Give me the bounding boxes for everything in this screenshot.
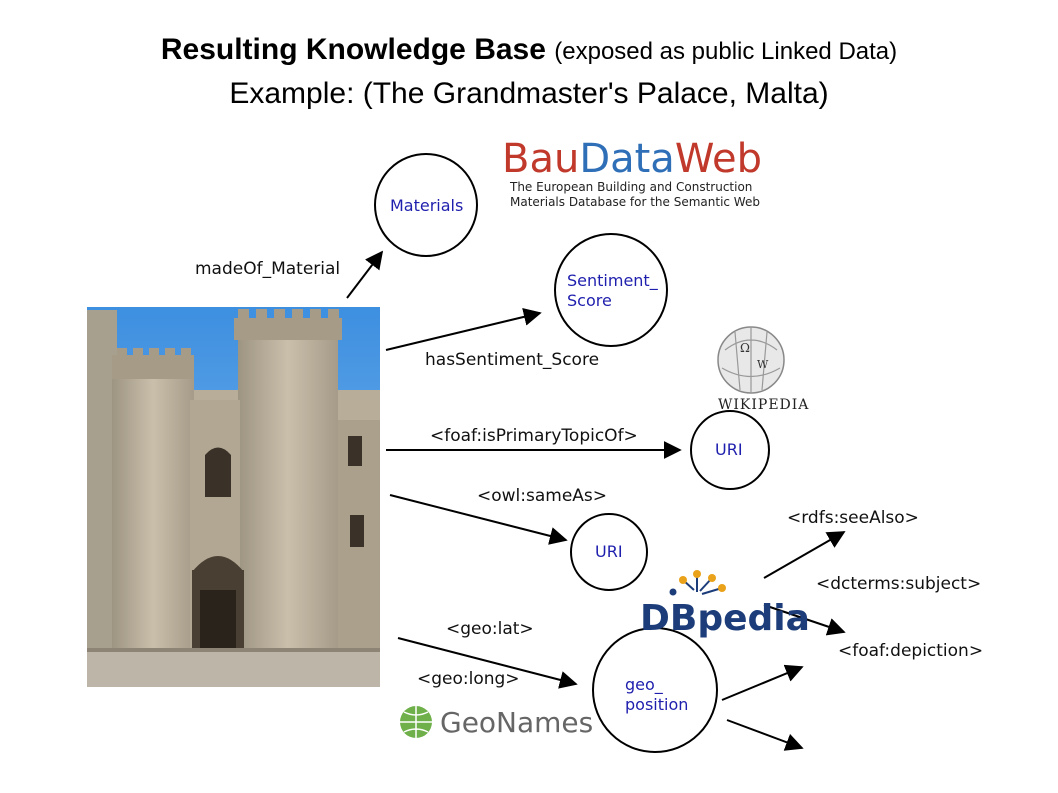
edge-geo-long-label: <geo:long>	[417, 669, 520, 689]
geonames-logo: GeoNames	[400, 706, 593, 739]
bau-tagline-2: Materials Database for the Semantic Web	[510, 195, 760, 209]
edge-primary-topic-label: <foaf:isPrimaryTopicOf>	[430, 426, 638, 446]
edge-subject-label: <dcterms:subject>	[816, 574, 981, 594]
arrow-subject	[763, 604, 846, 636]
geonames-globe-icon	[400, 706, 432, 738]
geo-label-line2: position	[625, 695, 688, 714]
geo-position-node	[592, 627, 718, 753]
castle-photo	[87, 307, 380, 687]
materials-node	[374, 153, 478, 257]
bau-logo-part3: Web	[675, 136, 762, 182]
slide-title-rest: (exposed as public Linked Data)	[554, 38, 898, 65]
sentiment-label-line1: Sentiment_	[567, 271, 659, 291]
arrow-geo	[397, 637, 578, 689]
wikipedia-wordmark: WIKIPEDIA	[718, 397, 809, 413]
arrow-made-of	[346, 250, 384, 299]
bau-logo-part2: Data	[579, 136, 675, 182]
edge-has-sentiment-label: hasSentiment_Score	[425, 350, 599, 370]
dbpedia-wordmark: DBpedia	[640, 598, 810, 639]
edge-made-of-label: madeOf_Material	[195, 259, 340, 279]
svg-text:Ω: Ω	[740, 341, 750, 355]
dbpedia-logo: DBpedia	[640, 570, 810, 639]
arrow-geo-extra	[726, 719, 804, 751]
arrow-see-also	[763, 531, 846, 579]
baudataweb-logo: BauDataWeb The European Building and Con…	[502, 136, 762, 209]
edge-geo-lat-label: <geo:lat>	[446, 619, 534, 639]
edge-depiction-label: <foaf:depiction>	[838, 641, 983, 661]
materials-label: Materials	[390, 196, 463, 215]
edge-same-as-label: <owl:sameAs>	[477, 486, 607, 506]
sentiment-label-line2: Score	[567, 291, 612, 310]
arrow-has-sentiment	[385, 308, 542, 351]
uri-wikipedia-label: URI	[715, 440, 743, 459]
bau-logo-part1: Bau	[502, 136, 579, 182]
sentiment-score-node	[554, 233, 668, 347]
dbpedia-network-icon	[669, 570, 726, 596]
slide-title: Resulting Knowledge Base (exposed as pub…	[0, 30, 1058, 72]
geonames-wordmark: GeoNames	[440, 706, 593, 739]
uri-sameas-label: URI	[595, 542, 623, 561]
uri-sameas-node	[570, 513, 648, 591]
svg-text:W: W	[757, 358, 769, 371]
wikipedia-logo: Ω W WIKIPEDIA	[717, 326, 809, 413]
bau-tagline-1: The European Building and Construction	[509, 180, 752, 194]
geo-label-line1: geo_	[625, 675, 664, 695]
slide-title-bold: Resulting Knowledge Base	[160, 33, 546, 66]
edge-see-also-label: <rdfs:seeAlso>	[787, 508, 919, 528]
svg-text:BauDataWeb: BauDataWeb	[502, 136, 762, 182]
slide-subtitle: Example: (The Grandmaster's Palace, Malt…	[229, 77, 829, 110]
arrow-depiction	[721, 664, 804, 701]
arrow-same-as	[389, 494, 568, 545]
uri-wikipedia-node	[690, 410, 770, 490]
